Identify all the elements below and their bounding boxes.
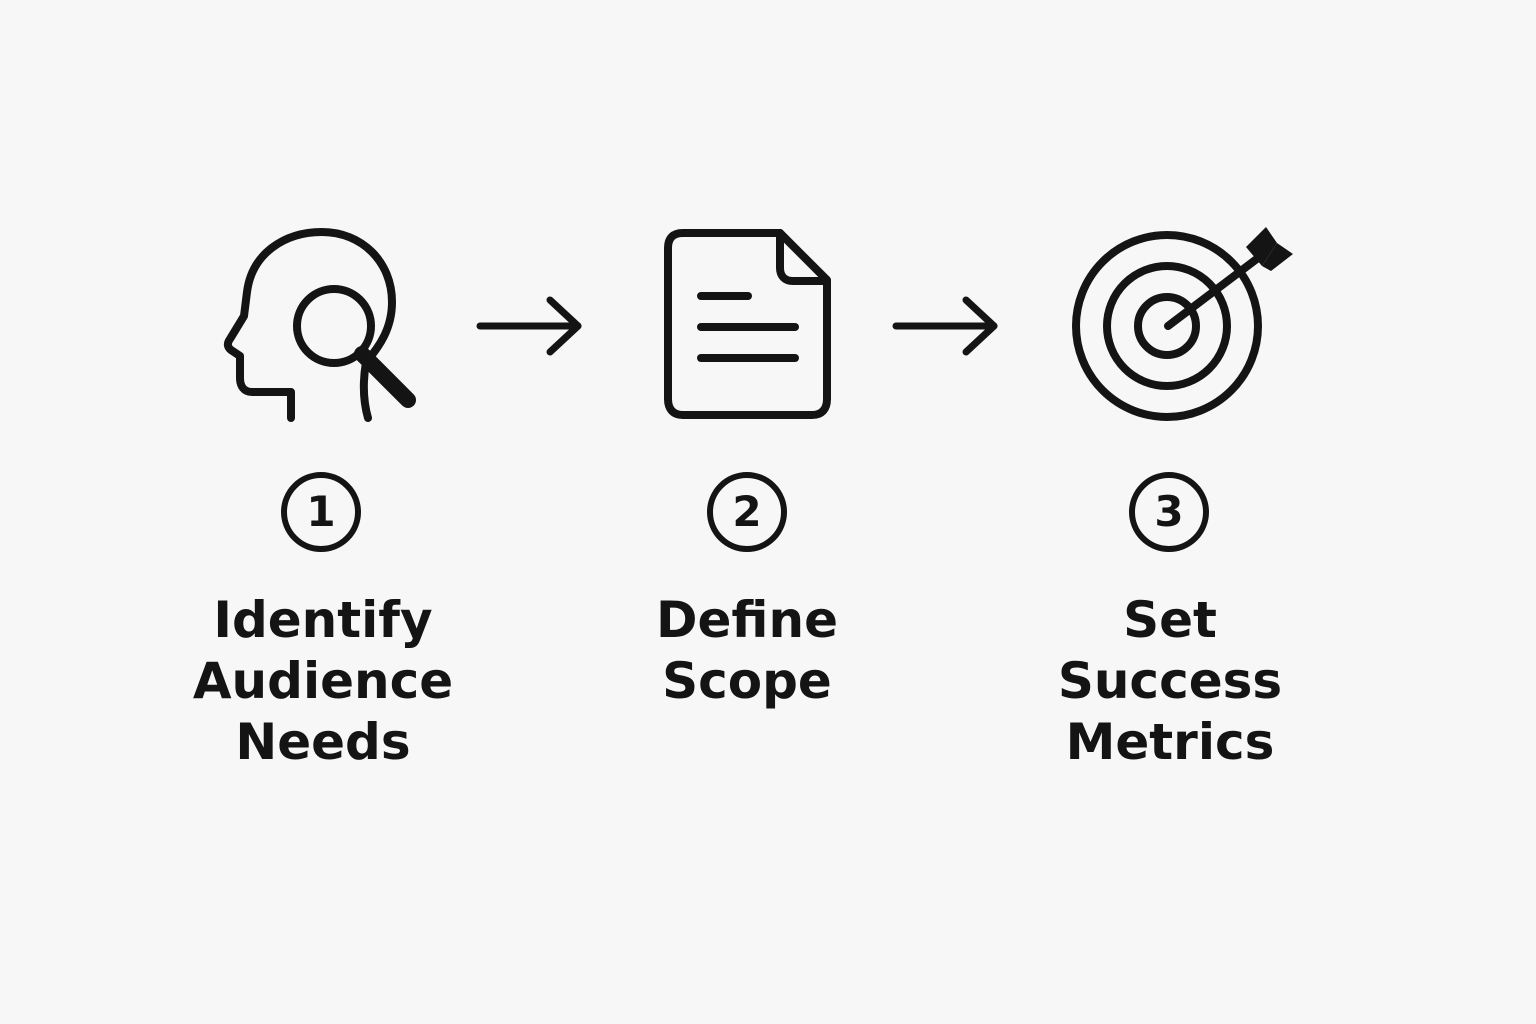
step-number-badge: 2: [707, 472, 787, 552]
step-number-badge: 1: [281, 472, 361, 552]
step-label-line: Identify: [213, 591, 433, 649]
step-label: Set Success Metrics: [1010, 590, 1330, 773]
step-label-line: Set: [1123, 591, 1217, 649]
step-label-line: Needs: [235, 713, 411, 771]
target-arrow-icon: [1068, 220, 1298, 430]
step-number: 1: [306, 487, 336, 536]
step-label-line: Define: [656, 591, 838, 649]
arrow-right-icon: [892, 296, 1002, 358]
step-label-line: Success: [1057, 652, 1283, 710]
document-icon: [660, 226, 835, 426]
step-label-line: Metrics: [1065, 713, 1275, 771]
step-number: 2: [732, 487, 762, 536]
step-number: 3: [1154, 487, 1184, 536]
step-label: Identify Audience Needs: [163, 590, 483, 773]
arrow-right-icon: [476, 296, 586, 358]
step-label: Define Scope: [587, 590, 907, 712]
step-label-line: Audience: [192, 652, 454, 710]
head-magnifier-icon: [222, 226, 422, 426]
step-number-badge: 3: [1129, 472, 1209, 552]
step-label-line: Scope: [662, 652, 832, 710]
